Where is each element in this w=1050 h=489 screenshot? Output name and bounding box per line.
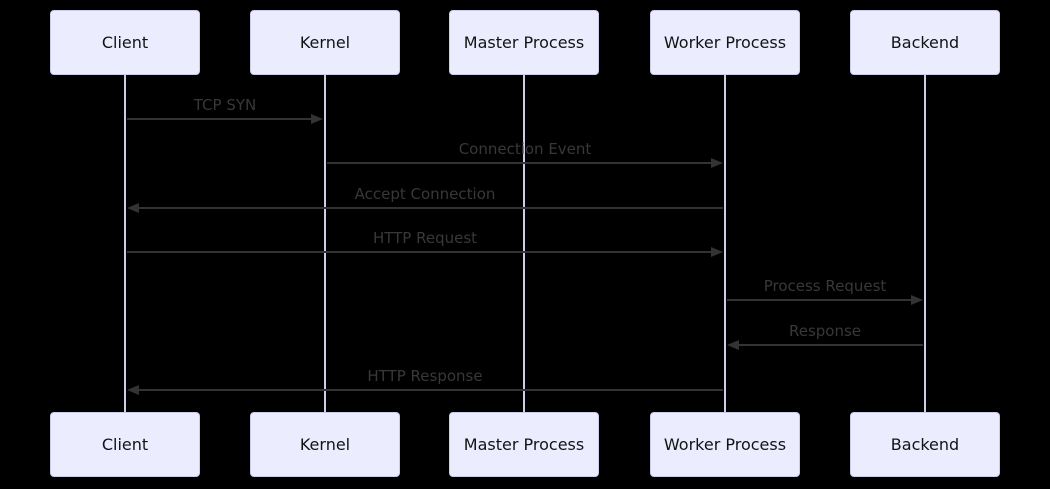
- message-line: [327, 162, 713, 164]
- arrowhead-icon: [127, 203, 139, 213]
- arrowhead-icon: [711, 158, 723, 168]
- message-label: Connection Event: [458, 140, 592, 158]
- actor-label: Kernel: [299, 435, 351, 454]
- lifeline-worker-process: [724, 75, 726, 413]
- message-line: [127, 251, 713, 253]
- actor-box-bottom-client: Client: [50, 412, 200, 477]
- message-label: Process Request: [763, 277, 887, 295]
- message-arrow-right: [127, 247, 723, 257]
- message-line: [127, 118, 313, 120]
- message-arrow-left: [127, 203, 723, 213]
- message-arrow-left: [127, 385, 723, 395]
- lifeline-master-process: [523, 75, 525, 413]
- actor-box-top-worker-process: Worker Process: [650, 10, 800, 75]
- arrowhead-icon: [127, 385, 139, 395]
- message-line: [737, 344, 923, 346]
- actor-box-top-master-process: Master Process: [449, 10, 599, 75]
- message-label: Response: [788, 322, 862, 340]
- actor-box-top-client: Client: [50, 10, 200, 75]
- message-line: [727, 299, 913, 301]
- lifeline-client: [124, 75, 126, 413]
- actor-box-top-backend: Backend: [850, 10, 1000, 75]
- lifeline-backend: [924, 75, 926, 413]
- actor-label: Worker Process: [663, 435, 787, 454]
- message-arrow-left: [727, 340, 923, 350]
- arrowhead-icon: [911, 295, 923, 305]
- actor-label: Kernel: [299, 33, 351, 52]
- message-arrow-right: [127, 114, 323, 124]
- message-arrow-right: [327, 158, 723, 168]
- actor-label: Client: [101, 33, 149, 52]
- message-arrow-right: [727, 295, 923, 305]
- lifeline-kernel: [324, 75, 326, 413]
- actor-label: Master Process: [463, 33, 585, 52]
- actor-box-bottom-master-process: Master Process: [449, 412, 599, 477]
- actor-label: Backend: [890, 435, 960, 454]
- message-label: HTTP Request: [372, 229, 478, 247]
- arrowhead-icon: [311, 114, 323, 124]
- actor-box-top-kernel: Kernel: [250, 10, 400, 75]
- arrowhead-icon: [711, 247, 723, 257]
- message-line: [137, 389, 723, 391]
- actor-box-bottom-backend: Backend: [850, 412, 1000, 477]
- actor-box-bottom-worker-process: Worker Process: [650, 412, 800, 477]
- message-line: [137, 207, 723, 209]
- actor-label: Master Process: [463, 435, 585, 454]
- actor-label: Backend: [890, 33, 960, 52]
- actor-box-bottom-kernel: Kernel: [250, 412, 400, 477]
- message-label: HTTP Response: [367, 367, 483, 385]
- actor-label: Worker Process: [663, 33, 787, 52]
- arrowhead-icon: [727, 340, 739, 350]
- actor-label: Client: [101, 435, 149, 454]
- message-label: TCP SYN: [193, 96, 257, 114]
- message-label: Accept Connection: [354, 185, 496, 203]
